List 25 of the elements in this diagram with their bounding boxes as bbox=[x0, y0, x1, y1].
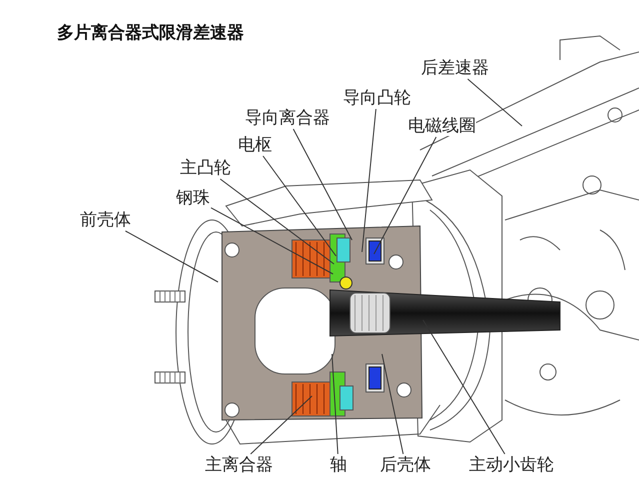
leader-line bbox=[382, 354, 404, 454]
leader-line bbox=[210, 207, 334, 274]
part-label: 主凸轮 bbox=[180, 158, 231, 178]
leader-line bbox=[374, 136, 437, 254]
leader-line bbox=[220, 178, 334, 264]
leader-line bbox=[250, 396, 312, 454]
leader-line bbox=[362, 108, 376, 252]
part-label: 电磁线圈 bbox=[408, 116, 476, 136]
leader-line bbox=[292, 128, 352, 240]
part-label: 主动小齿轮 bbox=[469, 455, 554, 475]
title: 多片离合器式限滑差速器 bbox=[57, 22, 244, 44]
part-label: 导向离合器 bbox=[245, 108, 330, 128]
part-label: 导向凸轮 bbox=[343, 88, 411, 108]
leader-line bbox=[124, 230, 218, 282]
leader-line bbox=[332, 354, 338, 454]
part-label: 后壳体 bbox=[380, 455, 431, 475]
leader-line bbox=[422, 320, 506, 454]
part-label: 前壳体 bbox=[80, 210, 131, 230]
leader-line bbox=[467, 78, 522, 126]
part-label: 钢珠 bbox=[176, 188, 210, 208]
leader-line bbox=[262, 156, 336, 256]
part-label: 电枢 bbox=[238, 135, 272, 155]
part-label: 主离合器 bbox=[205, 455, 273, 475]
part-label: 后差速器 bbox=[421, 58, 489, 78]
part-label: 轴 bbox=[330, 455, 347, 475]
